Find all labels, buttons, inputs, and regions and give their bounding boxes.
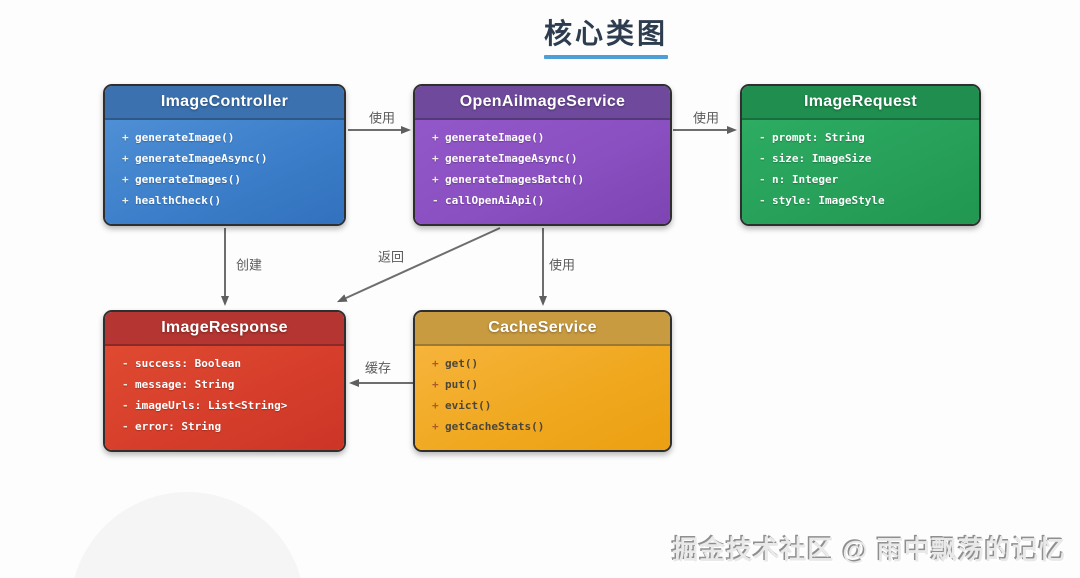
class-name: CacheService	[488, 319, 597, 336]
class-body: -prompt: String -size: ImageSize -n: Int…	[742, 120, 979, 224]
member-text: success: Boolean	[135, 356, 241, 370]
page-title: 核心类图	[544, 12, 669, 59]
class-name: ImageRequest	[804, 93, 917, 110]
class-member: -error: String	[105, 416, 344, 436]
class-member: + put()	[415, 374, 670, 394]
member-text: generateImagesBatch()	[445, 172, 585, 186]
member-visibility: -	[759, 193, 766, 207]
class-name: OpenAiImageService	[459, 93, 626, 110]
edge-label-cache: 缓存	[362, 357, 394, 377]
page-title-text: 核心类图	[544, 18, 669, 49]
class-node-openai-image-service: OpenAiImageService + generateImage() + gen…	[413, 84, 672, 226]
member-visibility: -	[759, 130, 766, 144]
member-visibility: +	[432, 377, 439, 391]
member-text: put()	[445, 377, 479, 391]
class-member: + generateImages()	[105, 169, 344, 189]
class-node-image-request: ImageRequest -prompt: String -size: Imag…	[740, 84, 981, 226]
member-visibility: +	[432, 130, 439, 144]
member-visibility: +	[432, 151, 439, 165]
member-text: callOpenAiApi()	[445, 193, 545, 207]
edge-label-use-3: 使用	[546, 254, 578, 274]
class-member: -prompt: String	[742, 127, 979, 147]
member-visibility: +	[432, 172, 439, 186]
member-visibility: +	[432, 398, 439, 412]
class-member: + evict()	[415, 395, 670, 415]
member-text: evict()	[445, 398, 492, 412]
member-text: healthCheck()	[135, 193, 222, 207]
member-visibility: -	[759, 172, 766, 186]
class-node-image-controller: ImageController + generateImage() + genera…	[103, 84, 346, 226]
class-member: + generateImageAsync()	[415, 148, 670, 168]
class-header: ImageResponse	[105, 312, 344, 346]
class-member: + generateImage()	[415, 127, 670, 147]
member-visibility: +	[432, 356, 439, 370]
class-member: + healthCheck()	[105, 190, 344, 210]
member-text: generateImage()	[135, 130, 235, 144]
edge-label-return: 返回	[375, 246, 407, 266]
class-header: ImageController	[105, 86, 344, 120]
class-member: + generateImageAsync()	[105, 148, 344, 168]
watermark-text: 掘金技术社区 @ 雨中飘荡的记忆	[672, 535, 1066, 565]
class-member: + get()	[415, 353, 670, 373]
member-text: generateImages()	[135, 172, 241, 186]
edge-label-use-1: 使用	[366, 107, 398, 127]
member-text: style: ImageStyle	[772, 193, 885, 207]
member-visibility: -	[432, 193, 439, 207]
member-visibility: -	[122, 377, 129, 391]
member-visibility: -	[122, 419, 129, 433]
edge-label-use-2: 使用	[690, 107, 722, 127]
member-visibility: +	[432, 419, 439, 433]
member-text: getCacheStats()	[445, 419, 545, 433]
edge-label-create: 创建	[233, 254, 265, 274]
class-member: -success: Boolean	[105, 353, 344, 373]
member-text: generateImageAsync()	[135, 151, 268, 165]
member-text: prompt: String	[772, 130, 865, 144]
member-text: n: Integer	[772, 172, 839, 186]
member-visibility: -	[122, 356, 129, 370]
member-visibility: -	[759, 151, 766, 165]
member-visibility: +	[122, 172, 129, 186]
class-member: -n: Integer	[742, 169, 979, 189]
class-header: CacheService	[415, 312, 670, 346]
title-underline	[544, 55, 669, 59]
member-visibility: +	[122, 193, 129, 207]
class-member: + generateImagesBatch()	[415, 169, 670, 189]
member-text: get()	[445, 356, 479, 370]
member-visibility: +	[122, 130, 129, 144]
class-member: + getCacheStats()	[415, 416, 670, 436]
class-member: + generateImage()	[105, 127, 344, 147]
class-member: -style: ImageStyle	[742, 190, 979, 210]
member-text: message: String	[135, 377, 235, 391]
edge-service-to-response	[336, 227, 501, 303]
class-member: -size: ImageSize	[742, 148, 979, 168]
class-member: -callOpenAiApi()	[415, 190, 670, 210]
class-member: -message: String	[105, 374, 344, 394]
member-text: generateImage()	[445, 130, 545, 144]
member-visibility: +	[122, 151, 129, 165]
class-body: + generateImage() + generateImageAsync() +…	[105, 120, 344, 224]
class-header: ImageRequest	[742, 86, 979, 120]
member-text: size: ImageSize	[772, 151, 872, 165]
class-header: OpenAiImageService	[415, 86, 670, 120]
class-name: ImageResponse	[161, 319, 288, 336]
class-name: ImageController	[160, 93, 289, 110]
class-body: + generateImage() + generateImageAsync() +…	[415, 120, 670, 224]
member-text: error: String	[135, 419, 222, 433]
member-visibility: -	[122, 398, 129, 412]
class-member: -imageUrls: List<String>	[105, 395, 344, 415]
class-node-cache-service: CacheService + get() + put() + evict() + get…	[413, 310, 672, 452]
class-body: -success: Boolean -message: String -imag…	[105, 346, 344, 450]
member-text: imageUrls: List<String>	[135, 398, 288, 412]
class-body: + get() + put() + evict() + getCacheStats()	[415, 346, 670, 450]
member-text: generateImageAsync()	[445, 151, 578, 165]
class-node-image-response: ImageResponse -success: Boolean -message…	[103, 310, 346, 452]
